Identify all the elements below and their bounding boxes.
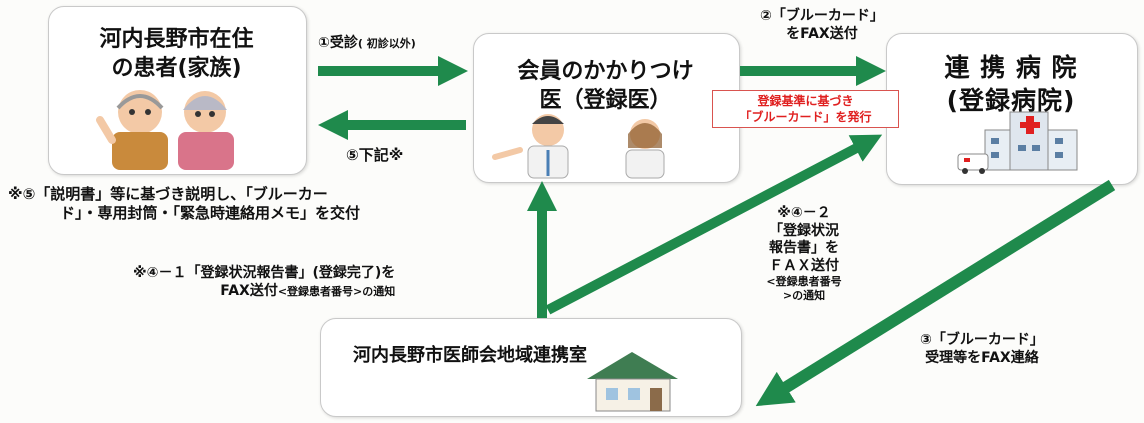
- house-icon: [587, 352, 678, 412]
- arrow-office-to-hospital: [545, 134, 883, 315]
- doctors-icon: [492, 114, 665, 179]
- doctor-box: [473, 33, 740, 183]
- patient-box: [48, 6, 307, 175]
- arrow-hospital-to-office: [755, 179, 1116, 407]
- step5-label: ⑤下記※: [346, 146, 404, 164]
- step4-1-label: ※④－１「登録状況報告書」(登録完了)を FAX送付<登録患者番号>の通知: [133, 265, 396, 299]
- elderly-couple-icon: [96, 90, 234, 170]
- note5-label: ※⑤「説明書」等に基づき説明し、「ブルーカー ド」・専用封筒・「緊急時連絡用メモ…: [8, 185, 361, 222]
- hospital-building-icon: [957, 111, 1078, 174]
- doctor-title: 会員のかかりつけ 医（登録医）: [517, 59, 694, 113]
- registration-note: 登録基準に基づき 「ブルーカード」を発行: [712, 90, 899, 129]
- step2-label: ②「ブルーカード」 をFAX送付: [760, 8, 884, 42]
- hospital-box: [886, 33, 1138, 185]
- office-box: [320, 318, 742, 417]
- hospital-title: 連 携 病 院 (登録病院): [944, 53, 1078, 115]
- step1-label: ①受診( 初診以外): [318, 35, 416, 51]
- step4-2-label: ※④－２ 「登録状況 報告書」を ＦＡＸ送付 <登録患者番号 >の通知: [766, 205, 842, 302]
- patient-title: 河内長野市在住 の患者(家族): [99, 27, 254, 81]
- step3-label: ③「ブルーカード」 受理等をFAX連絡: [920, 332, 1044, 366]
- office-title: 河内長野市医師会地域連携室: [353, 345, 587, 366]
